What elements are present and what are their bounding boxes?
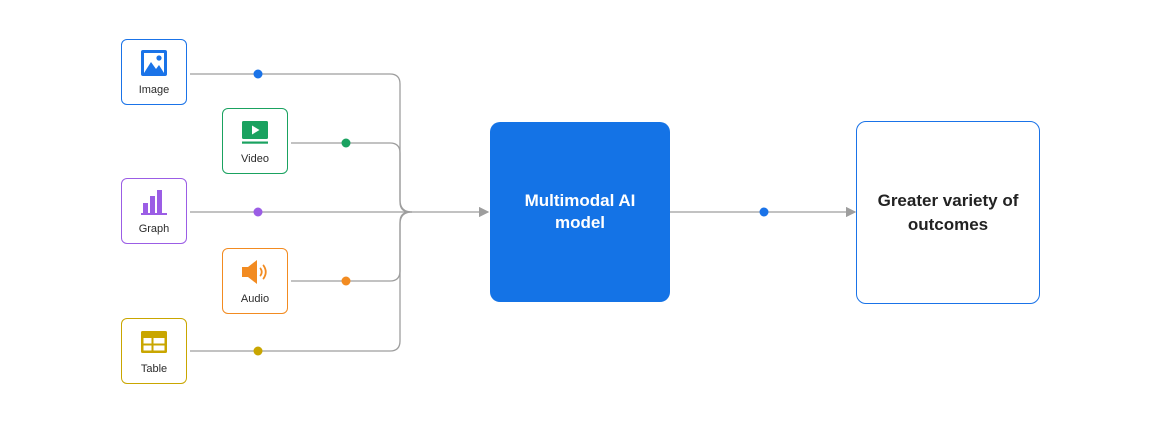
dot-image — [253, 69, 263, 79]
table-icon — [141, 331, 167, 353]
input-label-audio: Audio — [240, 293, 270, 305]
image-icon — [141, 50, 167, 76]
connector-video — [291, 142, 411, 213]
input-image: Image — [121, 39, 187, 105]
dot-table — [253, 346, 263, 356]
dot-video — [341, 138, 351, 148]
dot-output — [759, 207, 769, 217]
connector-audio — [291, 211, 411, 282]
input-label-graph: Graph — [138, 223, 170, 235]
input-table: Table — [121, 318, 187, 384]
input-video: Video — [222, 108, 288, 174]
dot-audio — [341, 276, 351, 286]
audio-icon — [242, 260, 267, 284]
model-box: Multimodal AI model — [490, 122, 670, 302]
input-label-table: Table — [140, 363, 168, 375]
video-icon — [242, 121, 268, 144]
connector-table — [190, 211, 413, 352]
input-label-video: Video — [241, 153, 269, 165]
input-label-image: Image — [138, 84, 170, 96]
outcome-box: Greater variety of outcomes — [856, 121, 1040, 304]
outcome-label: Greater variety of outcomes — [877, 190, 1019, 234]
graph-icon — [141, 190, 167, 215]
dot-graph — [253, 207, 263, 217]
input-audio: Audio — [222, 248, 288, 314]
model-label: Multimodal AI model — [524, 191, 636, 232]
input-graph: Graph — [121, 178, 187, 244]
